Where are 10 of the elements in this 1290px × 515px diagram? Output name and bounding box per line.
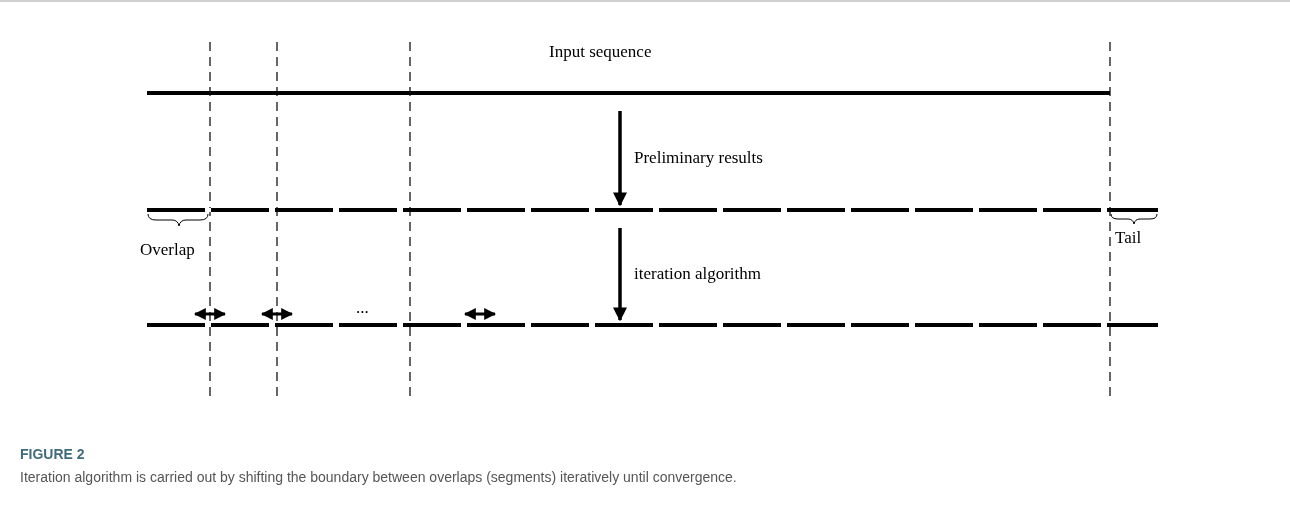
ellipsis: ... — [356, 298, 369, 318]
tail-label: Tail — [1115, 228, 1142, 248]
overlap-label: Overlap — [140, 240, 195, 260]
sequence-heading: Input sequence — [549, 42, 652, 62]
arrow — [613, 111, 627, 207]
figure-number: FIGURE 2 — [20, 446, 85, 462]
arrow — [613, 228, 627, 322]
figure-caption: Iteration algorithm is carried out by shifting the boundary between overlaps (segments) iteratively until convergence. — [20, 469, 737, 485]
edge-label: Preliminary results — [634, 148, 763, 168]
edge-label: iteration algorithm — [634, 264, 761, 284]
